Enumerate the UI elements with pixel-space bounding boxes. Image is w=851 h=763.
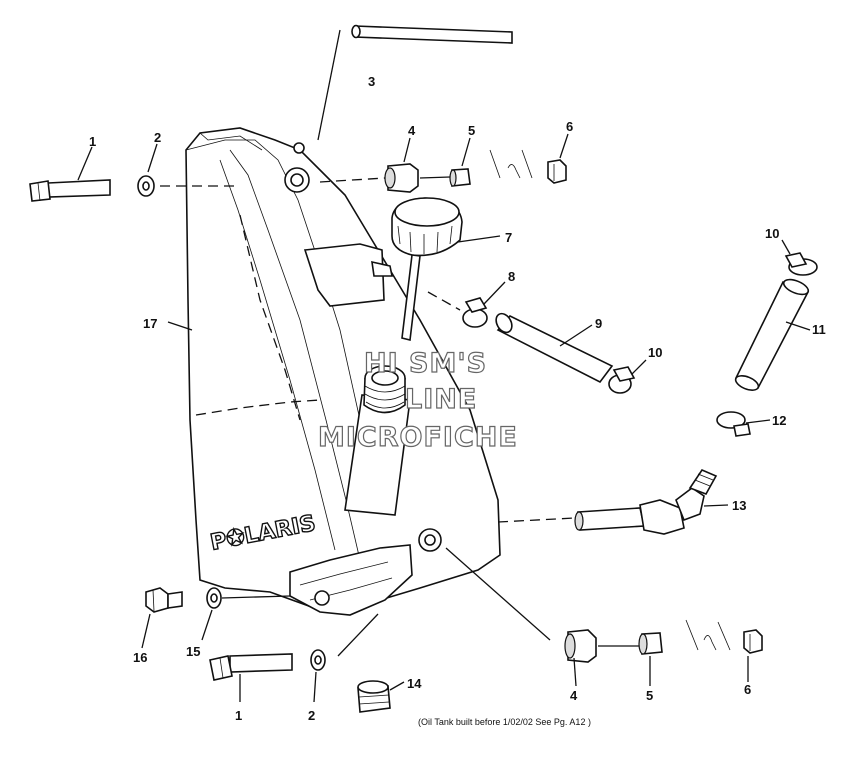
- part-11-hose: [734, 278, 811, 391]
- part-10-clamp-mid: [608, 359, 647, 394]
- part-14-grommet: [357, 680, 405, 713]
- part-5-sleeve-top: [449, 168, 471, 187]
- break-mark-bottom: [685, 619, 731, 651]
- part-5-sleeve-bottom: [638, 632, 663, 655]
- svg-text:MICROFICHE: MICROFICHE: [318, 422, 518, 453]
- part-6-nut-bottom: [743, 629, 763, 654]
- callout-12: 12: [772, 413, 786, 428]
- footnote: (Oil Tank built before 1/02/02 See Pg. A…: [418, 717, 591, 727]
- part-16-drain-plug: [141, 587, 183, 649]
- callout-4-bottom: 4: [570, 688, 578, 703]
- part-3-hose: [317, 24, 513, 141]
- callout-7: 7: [505, 230, 512, 245]
- callout-11: 11: [812, 322, 826, 337]
- callout-5-bottom: 5: [646, 688, 653, 703]
- part-2-washer-bottom: [310, 649, 326, 703]
- callout-9: 9: [595, 316, 602, 331]
- callout-14: 14: [407, 676, 422, 691]
- callout-6-bottom: 6: [744, 682, 751, 697]
- svg-text:HI SM'S: HI SM'S: [364, 348, 487, 379]
- oil-tank: [185, 127, 501, 616]
- part-1-bolt-top: [29, 179, 111, 202]
- part-8-clamp: [462, 281, 506, 328]
- callout-16: 16: [133, 650, 147, 665]
- callout-10-right: 10: [765, 226, 779, 241]
- part-1-bolt-bottom: [209, 653, 293, 702]
- callout-6-top: 6: [566, 119, 573, 134]
- part-4-grommet-top: [384, 163, 419, 193]
- callout-8: 8: [508, 269, 515, 284]
- part-6-nut-top: [547, 159, 567, 184]
- part-12-clamp: [716, 411, 771, 437]
- callout-17: 17: [143, 316, 157, 331]
- part-13-elbow: [497, 469, 729, 535]
- leader-grommet-top: [319, 177, 386, 183]
- svg-text:LINE: LINE: [405, 384, 477, 415]
- watermark: HI SM'S LINE MICROFICHE: [317, 347, 518, 453]
- part-4-grommet-bottom: [564, 629, 597, 663]
- callout-15: 15: [186, 644, 200, 659]
- callout-10-mid: 10: [648, 345, 662, 360]
- leader-clamp-8: [427, 291, 461, 311]
- part-9-hose: [495, 312, 614, 384]
- leader-drain: [221, 595, 291, 599]
- callout-1-bottom: 1: [235, 708, 242, 723]
- callout-13: 13: [732, 498, 746, 513]
- callout-4-top: 4: [408, 123, 416, 138]
- part-10-clamp-right: [781, 239, 818, 276]
- part-2-washer-top: [137, 175, 155, 197]
- callout-5-top: 5: [468, 123, 475, 138]
- callout-3: 3: [368, 74, 375, 89]
- leader-tank-bottom: [445, 547, 551, 641]
- part-15-washer: [201, 587, 222, 641]
- callout-2-top: 2: [154, 130, 161, 145]
- part-7-cap: [391, 197, 501, 341]
- break-mark-top: [489, 149, 533, 179]
- leader-bolt-bottom: [337, 613, 379, 657]
- callout-2-bottom: 2: [308, 708, 315, 723]
- leader-17: [167, 321, 193, 331]
- callout-1-top: 1: [89, 134, 96, 149]
